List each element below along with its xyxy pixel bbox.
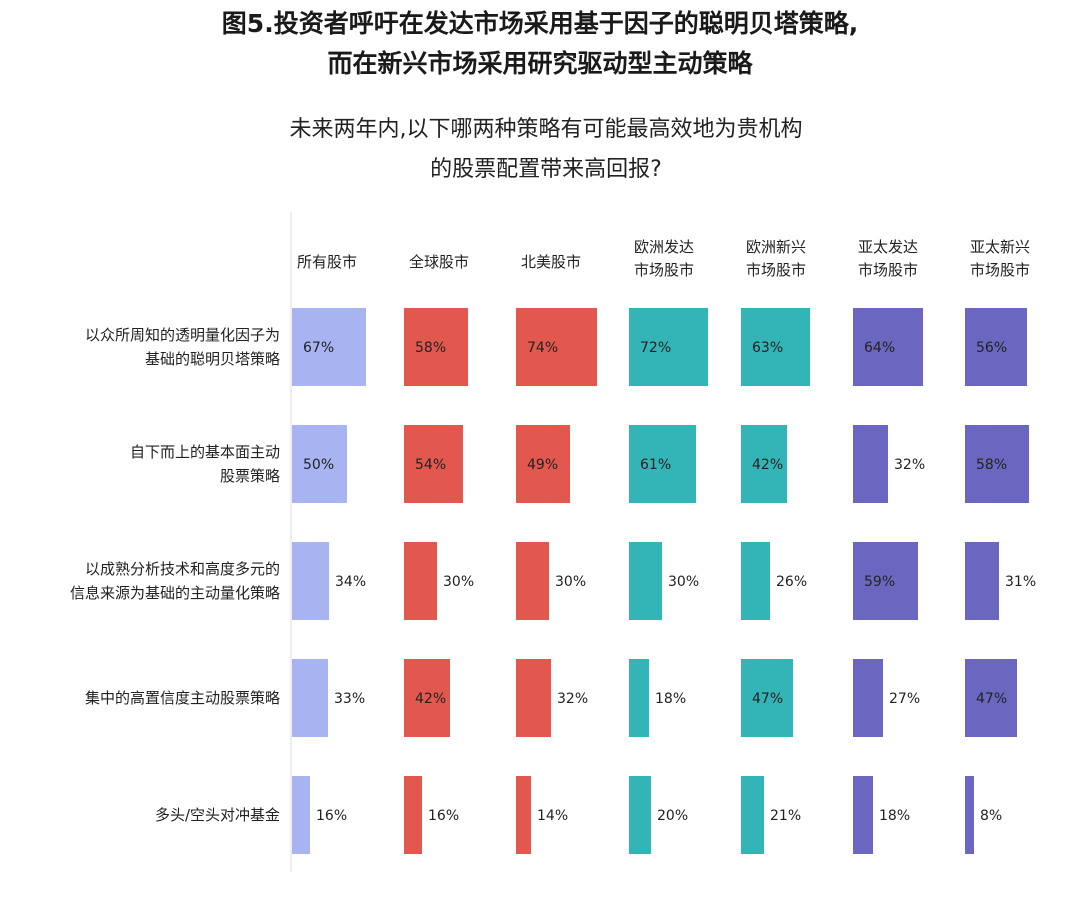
bar-value-label: 32% [557,691,588,707]
bar [965,776,974,854]
bar-value-label: 54% [415,457,446,473]
bar-value-label: 18% [879,808,910,824]
chart-subtitle-line-2: 的股票配置带来高回报? [430,157,662,182]
bar-value-label: 74% [527,340,558,356]
bar [292,425,347,503]
bar [965,659,1017,737]
row-label: 信息来源为基础的主动量化策略 [70,584,280,602]
bar-value-label: 67% [303,340,334,356]
bar-value-label: 26% [776,574,807,590]
bar [853,308,923,386]
row-label: 基础的聪明贝塔策略 [145,350,280,368]
bar [516,776,531,854]
bar-value-label: 47% [976,691,1007,707]
bar [741,425,787,503]
column-header-label: 北美股市 [521,253,581,271]
bar-value-label: 59% [864,574,895,590]
bar [629,542,662,620]
bar-value-label: 42% [415,691,446,707]
column-header-label: 亚太新兴 [970,238,1030,256]
row-label: 集中的高置信度主动股票策略 [85,689,280,707]
bar-value-label: 32% [894,457,925,473]
chart-title-line-2: 而在新兴市场采用研究驱动型主动策略 [327,49,753,78]
bar [516,308,597,386]
row-label: 多头/空头对冲基金 [155,806,280,824]
bar-value-label: 56% [976,340,1007,356]
column-header-label: 市场股市 [970,261,1030,279]
row-label: 以成熟分析技术和高度多元的 [85,560,280,578]
bar-value-label: 34% [335,574,366,590]
bar-value-label: 63% [752,340,783,356]
bar [965,542,999,620]
bar-value-label: 42% [752,457,783,473]
bar [853,659,883,737]
column-header-label: 欧洲发达 [634,238,694,256]
chart-title: 图5.投资者呼吁在发达市场采用基于因子的聪明贝塔策略, 而在新兴市场采用研究驱动… [0,4,1080,84]
bar [404,425,463,503]
bar [292,308,366,386]
bar-value-label: 20% [657,808,688,824]
bar [404,308,468,386]
bar [292,659,328,737]
column-header-label: 市场股市 [746,261,806,279]
column-header-label: 亚太发达 [858,238,918,256]
bar-value-label: 8% [980,808,1002,824]
column-header-label: 市场股市 [634,261,694,279]
bar [292,776,310,854]
bar-value-label: 49% [527,457,558,473]
bar-value-label: 61% [640,457,671,473]
bar [741,542,770,620]
bar-value-label: 30% [555,574,586,590]
chart-subtitle: 未来两年内,以下哪两种策略有可能最高效地为贵机构 的股票配置带来高回报? [0,110,1080,190]
bar [741,308,810,386]
bar [629,425,696,503]
bar [629,308,708,386]
bar-value-label: 64% [864,340,895,356]
bar-value-label: 33% [334,691,365,707]
bar-value-label: 27% [889,691,920,707]
bar-value-label: 16% [428,808,459,824]
column-header-label: 全球股市 [409,253,469,271]
bar [516,659,551,737]
bar [853,776,873,854]
bar-value-label: 47% [752,691,783,707]
bar [516,425,570,503]
bar-value-label: 14% [537,808,568,824]
bar [853,542,918,620]
bar [965,308,1027,386]
bar [292,542,329,620]
chart-subtitle-line-1: 未来两年内,以下哪两种策略有可能最高效地为贵机构 [289,117,803,142]
bar [516,542,549,620]
bar [404,542,437,620]
row-label: 自下而上的基本面主动 [130,443,280,461]
bar [853,425,888,503]
bar-value-label: 30% [443,574,474,590]
column-header-label: 市场股市 [858,261,918,279]
bar-value-label: 18% [655,691,686,707]
row-label: 股票策略 [220,467,280,485]
column-header-label: 欧洲新兴 [746,238,806,256]
bar-value-label: 50% [303,457,334,473]
bar [965,425,1029,503]
chart-title-line-1: 图5.投资者呼吁在发达市场采用基于因子的聪明贝塔策略, [221,9,859,38]
bar [741,776,764,854]
bar-value-label: 30% [668,574,699,590]
row-label: 以众所周知的透明量化因子为 [85,326,280,344]
bar-value-label: 72% [640,340,671,356]
column-header-label: 所有股市 [297,253,357,271]
bar [404,659,450,737]
bar-value-label: 21% [770,808,801,824]
bar-value-label: 16% [316,808,347,824]
bar-value-label: 58% [976,457,1007,473]
bar [629,659,649,737]
bar [404,776,422,854]
bar [629,776,651,854]
bar [741,659,793,737]
bar-value-label: 31% [1005,574,1036,590]
bar-value-label: 58% [415,340,446,356]
